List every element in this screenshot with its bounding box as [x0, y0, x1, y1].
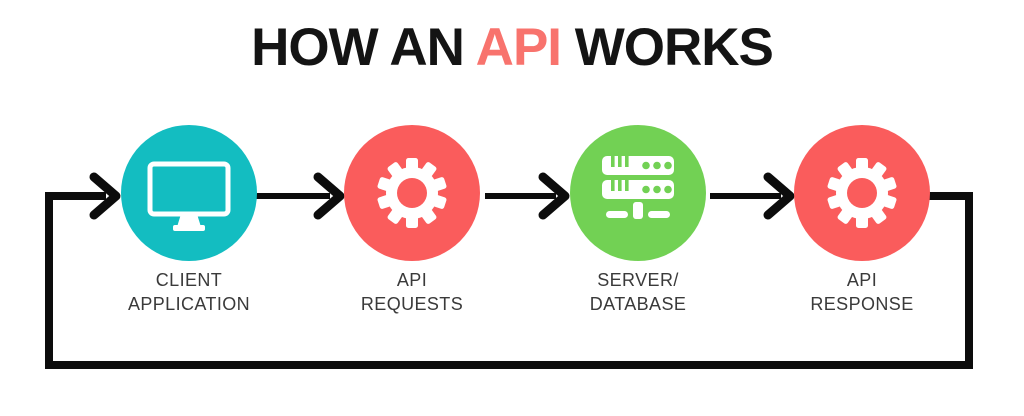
- node-api-requests: [344, 125, 480, 261]
- title-part2: WORKS: [561, 18, 774, 77]
- title-part1: HOW AN: [251, 18, 476, 77]
- node-circle: [121, 125, 257, 261]
- label-client-application: CLIENT APPLICATION: [127, 270, 251, 314]
- feedback-loop-line: [45, 192, 973, 369]
- node-server-database: [570, 125, 706, 261]
- node-api-response: [794, 125, 930, 261]
- arrow-server-to-response-icon: [710, 172, 795, 220]
- loop-arrowhead-icon: [89, 172, 121, 220]
- arrow-requests-to-server-icon: [485, 172, 570, 220]
- page-title: HOW AN API WORKS: [0, 18, 1024, 78]
- label-api-response: API RESPONSE: [810, 270, 914, 314]
- server-icon: [602, 156, 674, 219]
- arrow-client-to-requests-icon: [256, 172, 345, 220]
- label-server-database: SERVER/ DATABASE: [589, 270, 687, 314]
- label-api-requests: API REQUESTS: [360, 270, 464, 314]
- node-client-application: [121, 125, 257, 261]
- monitor-icon: [147, 161, 231, 231]
- title-highlight-api: API: [475, 18, 562, 77]
